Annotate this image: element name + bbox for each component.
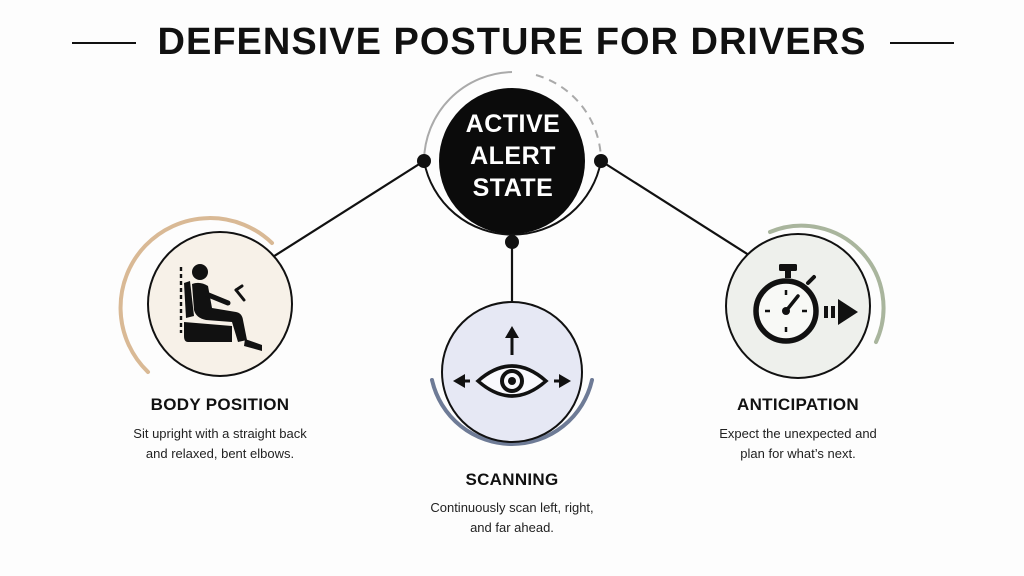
center-outer-arc-left [423,71,513,162]
page-title: DEFENSIVE POSTURE FOR DRIVERS [157,21,867,63]
scanning-accent-arc [430,378,594,446]
anticipation-description: Expect the unexpected and plan for what’… [678,424,918,464]
anticipation-label: ANTICIPATION [737,395,859,414]
eye-with-arrows-icon [453,326,571,398]
center-label-line-1: ACTIVE [465,110,561,138]
connector-anticipation [600,160,753,258]
anticipation-description-line-1: Expect the unexpected and [719,426,877,441]
scanning-description-line-2: and far ahead. [470,520,554,535]
anticipation-accent-arc [768,223,886,344]
body-position-node [118,216,293,377]
center-label: ACTIVE ALERT STATE [433,108,593,204]
anticipation-description-line-2: plan for what’s next. [740,446,856,461]
anticipation-node [725,223,886,379]
body-position-label: BODY POSITION [150,395,290,414]
title-bar: DEFENSIVE POSTURE FOR DRIVERS [0,14,1024,70]
center-dot-left [417,154,431,168]
scanning-label: SCANNING [465,470,559,489]
center-disc [439,88,585,234]
scanning-description: Continuously scan left, right, and far a… [392,498,632,538]
body-position-description-line-1: Sit upright with a straight back [133,426,307,441]
scanning-description-line-1: Continuously scan left, right, [430,500,594,515]
center-dot-bottom [505,235,519,249]
center-outer-arc-dashed [535,74,602,162]
title-left-rule [72,42,136,44]
center-label-line-2: ALERT [470,142,556,170]
center-outer-arc-bottom [423,160,602,236]
connector-body-position [267,160,425,261]
body-position-circle [147,231,293,377]
title-right-rule [890,42,954,44]
stopwatch-arrow-icon [753,264,858,344]
center-node [417,71,608,249]
scanning-node [430,301,594,446]
body-position-description: Sit upright with a straight back and rel… [100,424,340,464]
seated-driver-icon [179,264,262,351]
center-label-line-3: STATE [472,174,554,202]
center-dot-right [594,154,608,168]
body-position-description-line-2: and relaxed, bent elbows. [145,446,295,461]
body-position-accent-arc [118,216,274,374]
